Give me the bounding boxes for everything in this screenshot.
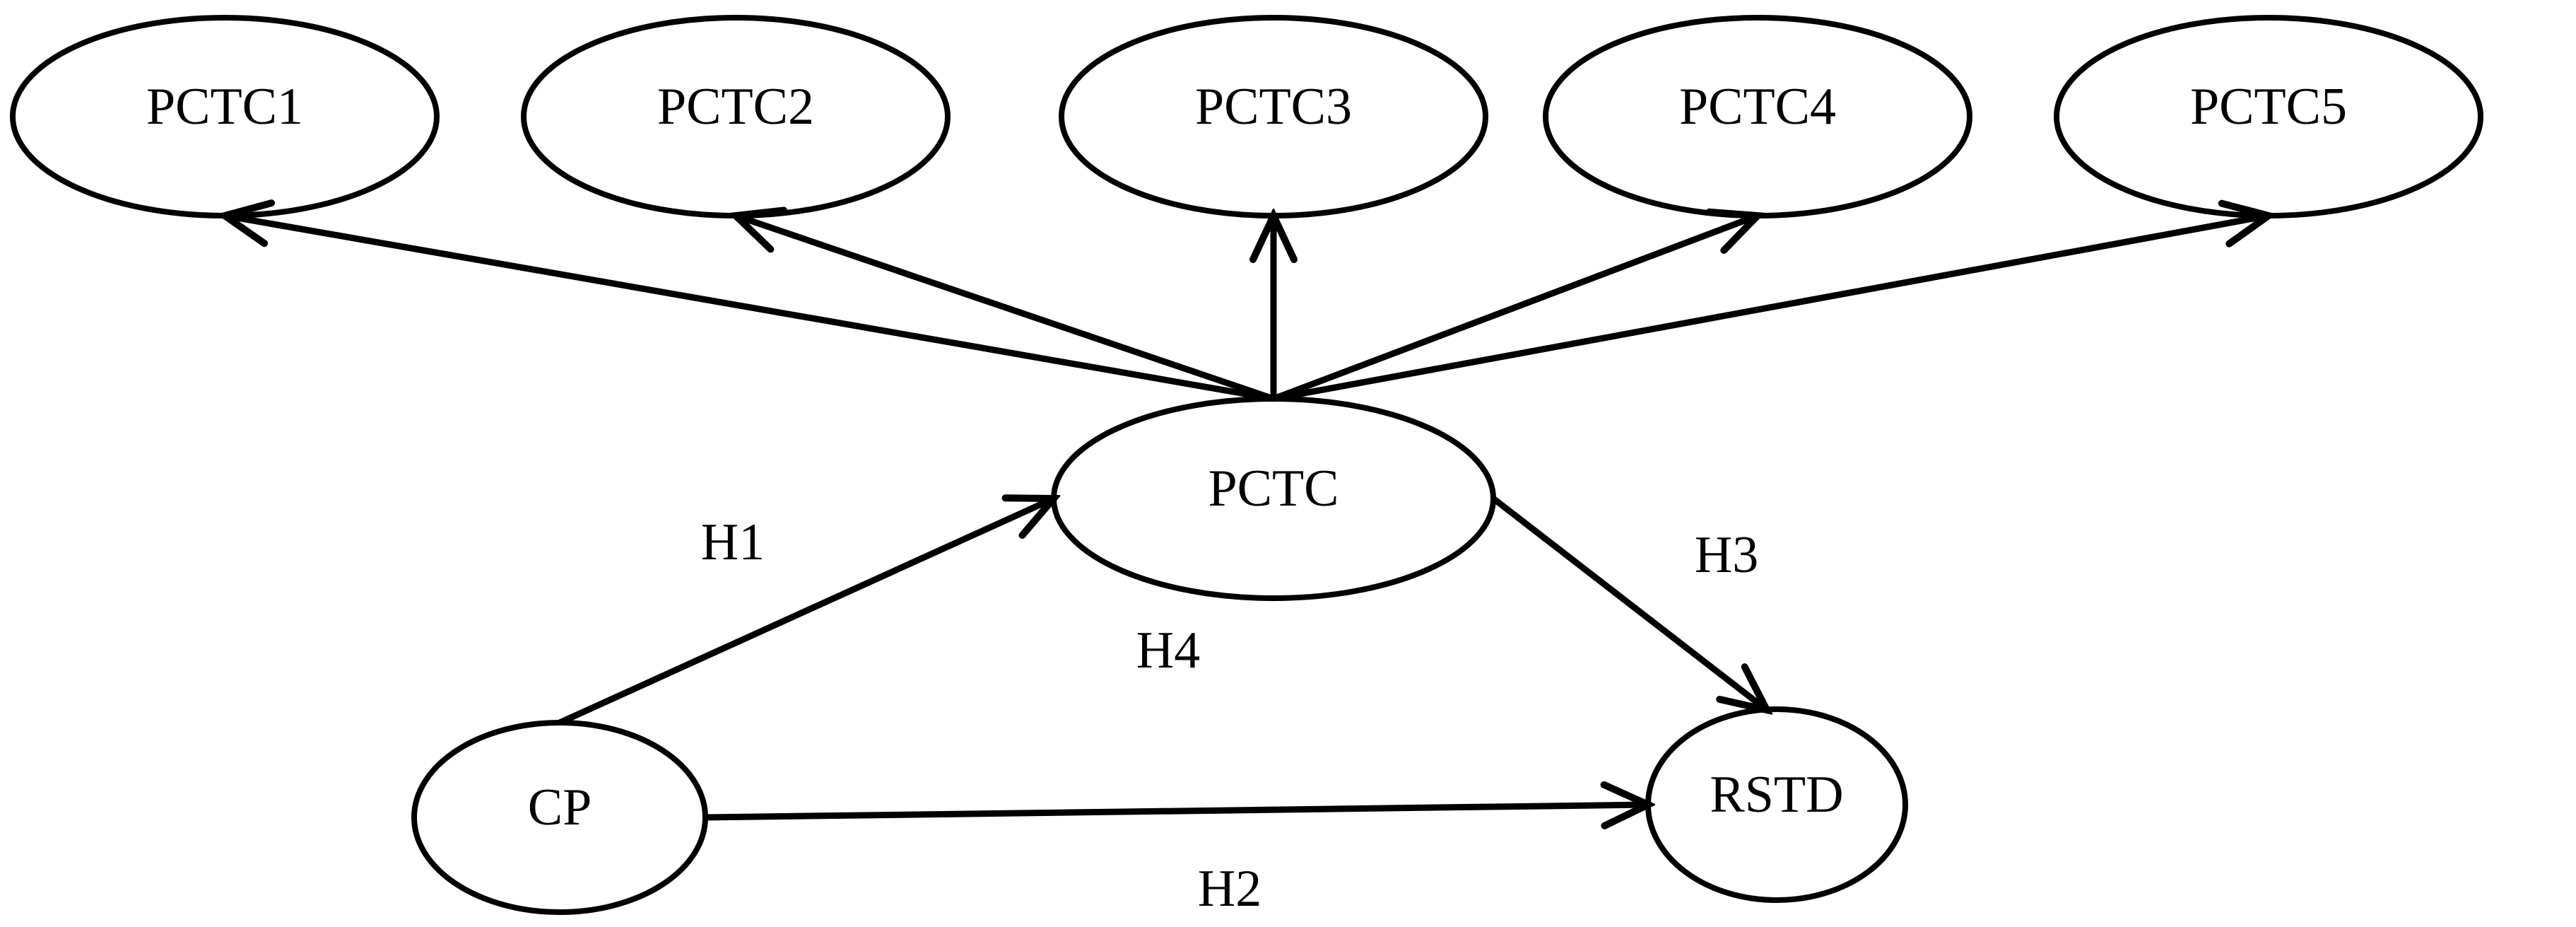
edge-cp-to-rstd-h2 bbox=[705, 805, 1648, 817]
node-label-pctc: PCTC bbox=[1208, 460, 1339, 518]
edge-pctc-to-pctc2 bbox=[736, 216, 1275, 402]
edge-pctc-to-pctc1 bbox=[225, 216, 1274, 402]
edges-layer bbox=[225, 216, 2269, 817]
path-label-h2: H2 bbox=[1198, 860, 1261, 918]
node-label-pctc3: PCTC3 bbox=[1195, 78, 1352, 136]
path-label-h3: H3 bbox=[1695, 526, 1758, 584]
node-label-rstd: RSTD bbox=[1710, 766, 1843, 824]
node-label-cp: CP bbox=[528, 779, 592, 836]
edge-cp-to-pctc-h1 bbox=[558, 499, 1054, 726]
edge-pctc-to-pctc5 bbox=[1273, 216, 2269, 402]
node-label-pctc1: PCTC1 bbox=[146, 78, 303, 136]
path-label-h4: H4 bbox=[1136, 622, 1200, 680]
path-label-h1: H1 bbox=[701, 513, 765, 571]
edge-pctc-to-rstd-h3 bbox=[1491, 496, 1767, 710]
node-label-pctc2: PCTC2 bbox=[657, 78, 814, 136]
node-label-pctc4: PCTC4 bbox=[1679, 78, 1836, 136]
node-label-pctc5: PCTC5 bbox=[2190, 78, 2347, 136]
edge-pctc-to-pctc4 bbox=[1272, 216, 1758, 402]
